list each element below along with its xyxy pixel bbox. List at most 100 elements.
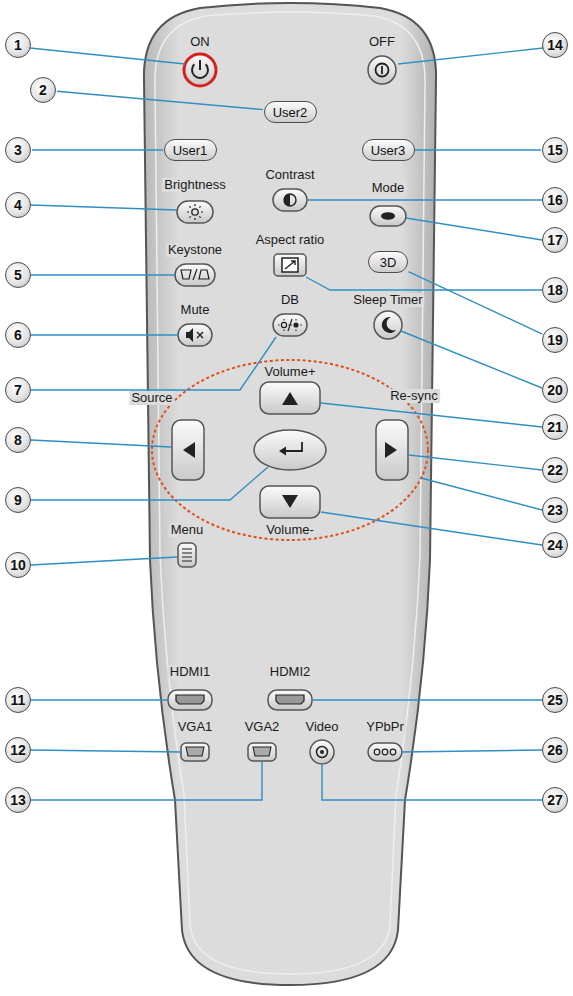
callout-number: 17 <box>542 227 568 253</box>
node-text: 14 <box>547 37 563 53</box>
remote-button: User3 <box>362 139 415 161</box>
callout-number: 10 <box>5 552 31 578</box>
node-text: User3 <box>371 143 406 158</box>
button-label: DB <box>279 293 301 307</box>
button-label: Contrast <box>263 168 316 182</box>
callout-number: 2 <box>30 77 56 103</box>
vga2-button <box>248 743 276 761</box>
node-text: 26 <box>547 742 563 758</box>
mute-button <box>178 324 212 346</box>
button-label: Video <box>303 720 340 734</box>
button-label: Volume- <box>264 523 316 537</box>
callout-number: 14 <box>542 32 568 58</box>
mode-button <box>370 206 406 226</box>
keystone-button <box>175 264 215 286</box>
callout-number: 9 <box>5 487 31 513</box>
node-text: 5 <box>14 267 22 283</box>
leader-lines <box>30 48 543 800</box>
node-text: 19 <box>547 332 563 348</box>
navigation-pad <box>172 382 408 518</box>
button-label: VGA2 <box>243 720 282 734</box>
button-label: Re-sync <box>388 389 440 403</box>
menu-button <box>178 543 196 567</box>
node-text: 22 <box>547 462 563 478</box>
node-text: User1 <box>173 143 208 158</box>
node-text: 15 <box>547 142 563 158</box>
callout-number: 12 <box>5 737 31 763</box>
remote-button: User2 <box>264 101 317 123</box>
button-label: OFF <box>367 35 397 49</box>
callout-number: 5 <box>5 262 31 288</box>
node-text: 24 <box>547 537 563 553</box>
node-text: 27 <box>547 792 563 808</box>
remote-body <box>144 3 436 985</box>
node-text: User2 <box>273 105 308 120</box>
node-text: 2 <box>39 82 47 98</box>
aspect-ratio-button <box>274 254 306 276</box>
callout-number: 7 <box>5 377 31 403</box>
callout-number: 18 <box>542 277 568 303</box>
node-text: 16 <box>547 192 563 208</box>
callout-number: 20 <box>542 377 568 403</box>
callout-number: 21 <box>542 414 568 440</box>
video-button <box>310 740 334 764</box>
callout-number: 4 <box>5 192 31 218</box>
callout-number: 6 <box>5 322 31 348</box>
node-text: 10 <box>10 557 26 573</box>
button-label: Keystone <box>166 243 224 257</box>
callout-number: 8 <box>5 427 31 453</box>
callout-number: 3 <box>5 137 31 163</box>
button-label: Brightness <box>162 178 227 192</box>
node-text: 1 <box>14 37 22 53</box>
node-text: 20 <box>547 382 563 398</box>
callout-number: 26 <box>542 737 568 763</box>
button-label: Aspect ratio <box>254 233 327 247</box>
remote-button: User1 <box>164 139 217 161</box>
node-text: 13 <box>10 792 26 808</box>
power-off-button <box>368 56 396 84</box>
ypbpr-button <box>368 743 402 761</box>
button-label: Menu <box>169 523 206 537</box>
sleep-timer-button <box>374 311 402 339</box>
remote-button: 3D <box>368 251 408 273</box>
callout-number: 23 <box>542 497 568 523</box>
button-label: HDMI2 <box>268 665 312 679</box>
node-text: 6 <box>14 327 22 343</box>
node-text: 4 <box>14 197 22 213</box>
button-label: Source <box>129 391 174 405</box>
callout-number: 27 <box>542 787 568 813</box>
contrast-button <box>273 189 307 211</box>
callout-number: 16 <box>542 187 568 213</box>
callout-number: 24 <box>542 532 568 558</box>
node-text: 17 <box>547 232 563 248</box>
node-text: 3 <box>14 142 22 158</box>
node-text: 12 <box>10 742 26 758</box>
node-text: 9 <box>14 492 22 508</box>
leader-line <box>57 91 263 109</box>
hdmi1-button <box>168 690 212 710</box>
vga1-button <box>181 743 209 761</box>
button-label: HDMI1 <box>168 665 212 679</box>
node-text: 18 <box>547 282 563 298</box>
highlight-outline <box>152 360 428 540</box>
callout-number: 19 <box>542 327 568 353</box>
callout-number: 25 <box>542 687 568 713</box>
leader-line <box>415 149 541 150</box>
node-text: 11 <box>11 692 26 708</box>
callout-number: 22 <box>542 457 568 483</box>
button-label: Mode <box>370 181 407 195</box>
node-text: 8 <box>14 432 22 448</box>
button-label: YPbPr <box>364 720 406 734</box>
hdmi2-button <box>268 690 312 710</box>
node-text: 23 <box>547 502 563 518</box>
remote-highlight <box>155 12 425 974</box>
power-on-button <box>184 54 216 86</box>
button-label: VGA1 <box>176 720 215 734</box>
node-text: 21 <box>547 419 563 435</box>
button-label: Volume+ <box>263 365 318 379</box>
node-text: 25 <box>547 692 563 708</box>
node-text: 7 <box>14 382 22 398</box>
brightness-button <box>177 201 213 223</box>
button-label: Mute <box>179 303 212 317</box>
